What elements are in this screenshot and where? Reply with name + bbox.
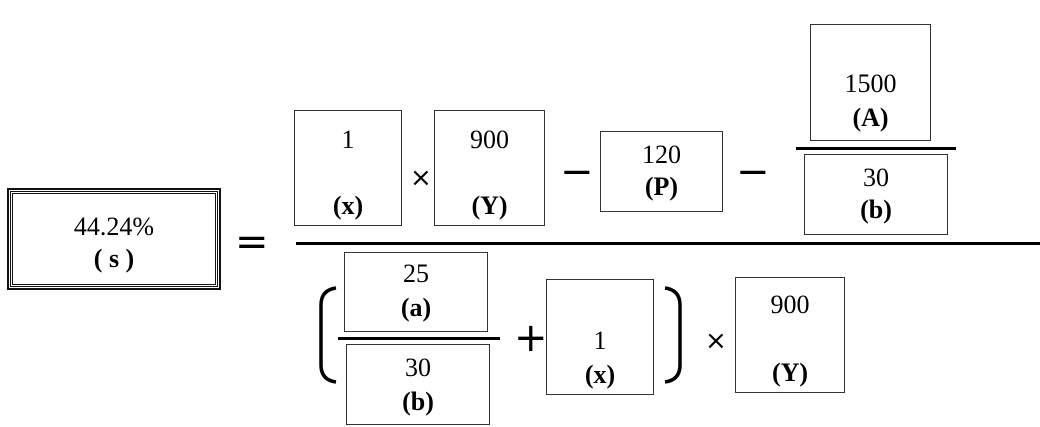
denominator-x-box: 1 (x) (546, 279, 654, 395)
numerator-a-box: 1500 (A) (810, 24, 931, 141)
denominator-y-value: 900 (770, 290, 810, 319)
numerator-p-value: 120 (642, 140, 681, 169)
numerator-x-value: 1 (341, 125, 355, 154)
denominator-x-label: (x) (584, 360, 616, 389)
denominator-sub-fraction-bar (338, 337, 500, 340)
numerator-p-box: 120 (P) (600, 131, 723, 212)
numerator-b-label: (b) (860, 195, 892, 224)
numerator-p-label: (P) (644, 172, 679, 201)
denominator-y-box: 900 (Y) (735, 277, 845, 393)
numerator-x-box: 1 (x) (294, 110, 402, 226)
numerator-minus-sign-2: − (736, 149, 770, 195)
denominator-a-box: 25 (a) (344, 252, 488, 332)
right-parenthesis (664, 286, 682, 384)
result-box: 44.24% ( s ) (7, 188, 221, 290)
left-parenthesis (319, 286, 337, 384)
numerator-b-box: 30 (b) (804, 154, 948, 235)
numerator-y-label: (Y) (471, 191, 508, 220)
numerator-a-label: (A) (852, 103, 889, 132)
numerator-y-value: 900 (470, 125, 509, 154)
result-value: 44.24% (73, 212, 155, 241)
main-fraction-bar (296, 242, 1040, 245)
denominator-a-label: (a) (400, 293, 432, 322)
denominator-b-label: (b) (402, 387, 434, 416)
denominator-a-value: 25 (403, 259, 429, 288)
denominator-plus-sign: + (514, 315, 548, 361)
denominator-times-sign: × (705, 326, 727, 356)
denominator-b-box: 30 (b) (346, 344, 490, 425)
numerator-sub-fraction-bar (796, 147, 956, 150)
result-label: ( s ) (93, 244, 135, 273)
denominator-y-label: (Y) (771, 358, 809, 387)
numerator-minus-sign-1: − (560, 149, 594, 195)
numerator-a-value: 1500 (844, 69, 897, 98)
numerator-x-label: (x) (332, 191, 364, 220)
equals-sign: = (235, 219, 269, 265)
denominator-b-value: 30 (405, 353, 431, 382)
denominator-x-value: 1 (593, 326, 607, 355)
numerator-y-box: 900 (Y) (434, 110, 545, 226)
numerator-b-value: 30 (863, 163, 889, 192)
numerator-times-sign: × (410, 163, 432, 193)
